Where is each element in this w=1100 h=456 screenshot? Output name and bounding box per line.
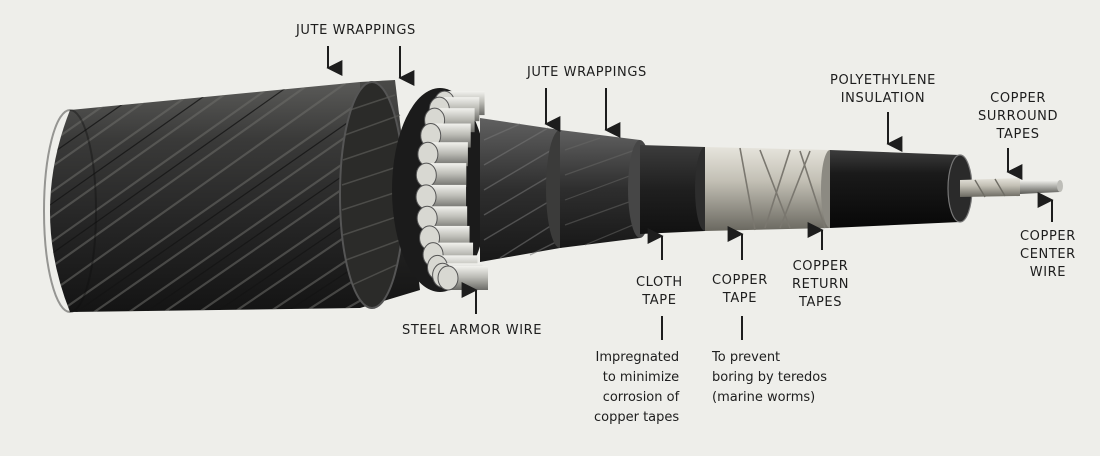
- note-line: To prevent: [712, 350, 781, 365]
- note-line: boring by teredos: [712, 370, 827, 385]
- label-jute-wrappings-outer: JUTE WRAPPINGS: [296, 22, 416, 40]
- label-polyethylene-insulation: POLYETHYLENE INSULATION: [830, 72, 936, 108]
- note-line: (marine worms): [712, 390, 816, 405]
- label-line: WIRE: [1029, 265, 1067, 280]
- armor-wire-end: [415, 184, 437, 210]
- label-line: COPPER: [1020, 229, 1076, 244]
- armor-wire-end: [417, 141, 439, 167]
- label-line: SURROUND: [978, 109, 1059, 124]
- steel-armor-wires: [392, 88, 488, 292]
- label-line: RETURN: [792, 277, 850, 292]
- inner-jute-wrapping: [480, 118, 652, 262]
- armor-wire-end: [415, 162, 437, 188]
- label-line: CLOTH: [636, 275, 683, 290]
- copper-surround-and-center: [960, 178, 1063, 198]
- label-copper-tape: COPPER TAPE: [712, 272, 768, 308]
- label-line: CENTER: [1020, 247, 1076, 262]
- note-line: corrosion of: [602, 390, 680, 405]
- note-cloth-tape: Impregnated to minimize corrosion of cop…: [594, 348, 679, 428]
- note-copper-tape: To prevent boring by teredos (marine wor…: [712, 348, 827, 408]
- label-line: JUTE WRAPPINGS: [527, 65, 647, 80]
- label-line: TAPES: [798, 295, 843, 310]
- label-jute-wrappings-inner: JUTE WRAPPINGS: [527, 64, 647, 82]
- label-line: COPPER: [712, 273, 768, 288]
- label-copper-center-wire: COPPER CENTER WIRE: [1020, 228, 1076, 282]
- armor-wire-end: [437, 265, 459, 291]
- label-copper-surround-tapes: COPPER SURROUND TAPES: [978, 90, 1058, 144]
- label-line: TAPES: [996, 127, 1040, 142]
- label-line: POLYETHYLENE: [830, 73, 936, 88]
- label-cloth-tape: CLOTH TAPE: [636, 274, 683, 310]
- label-line: COPPER: [792, 259, 849, 274]
- label-line: TAPE: [642, 293, 677, 308]
- outer-jacket: [43, 82, 360, 313]
- label-line: STEEL ARMOR WIRE: [402, 323, 543, 338]
- cloth-tape: [640, 145, 715, 234]
- label-line: TAPE: [722, 291, 758, 306]
- note-line: to minimize: [602, 370, 680, 385]
- label-line: COPPER: [990, 91, 1046, 106]
- note-line: copper tapes: [594, 410, 680, 425]
- polyethylene-insulation: [830, 150, 973, 228]
- label-line: INSULATION: [840, 91, 926, 106]
- label-copper-return-tapes: COPPER RETURN TAPES: [792, 258, 849, 312]
- callout-arrows: [326, 46, 1054, 340]
- label-line: JUTE WRAPPINGS: [296, 23, 416, 38]
- note-line: Impregnated: [595, 350, 680, 365]
- label-steel-armor-wire: STEEL ARMOR WIRE: [402, 322, 542, 340]
- copper-tapes: [705, 147, 839, 231]
